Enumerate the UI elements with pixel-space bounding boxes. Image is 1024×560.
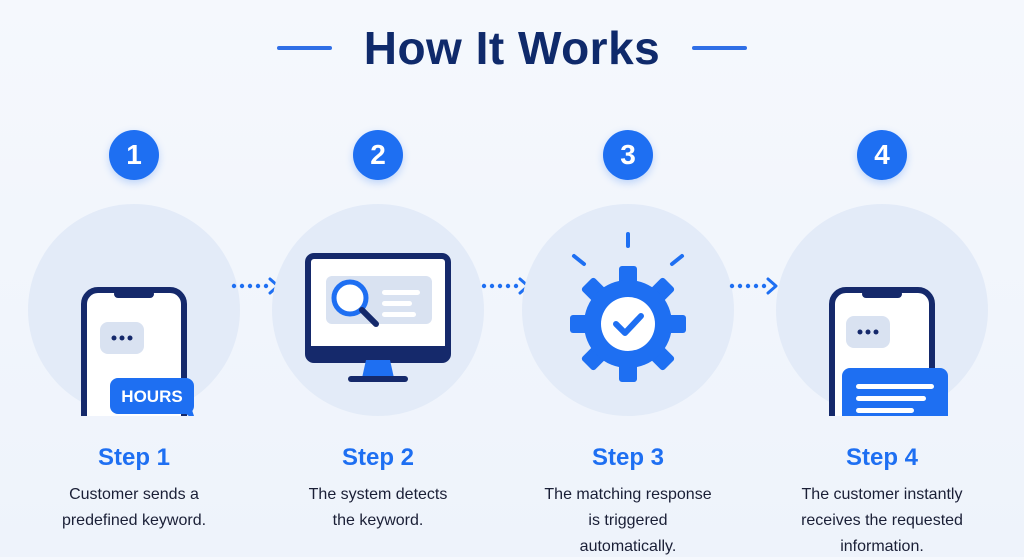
step-2: 2 Step 2 The system detects the keyword. — [268, 130, 488, 534]
step-number-badge: 4 — [857, 130, 907, 180]
step-1: 1 HOURS Step 1 Customer sends a predefin… — [24, 130, 244, 534]
step-4: 4 Step 4 The customer instantly receives… — [772, 130, 992, 560]
step-description: The matching response is triggered autom… — [544, 486, 712, 555]
step-number-badge: 3 — [603, 130, 653, 180]
gear-check-icon — [570, 232, 686, 382]
step-number-badge: 2 — [353, 130, 403, 180]
hours-bubble-text: HOURS — [121, 387, 182, 406]
step-title: Step 4 — [845, 444, 919, 471]
step-illustration: HOURS — [28, 204, 240, 416]
step-title: Step 2 — [341, 444, 415, 471]
step-number-badge: 1 — [109, 130, 159, 180]
phone-message-icon — [829, 287, 948, 416]
arrow-icon — [729, 277, 778, 295]
title-right-line — [692, 46, 748, 50]
title-left-line — [276, 46, 332, 50]
step-illustration — [522, 204, 734, 416]
step-description: Customer sends a predefined keyword. — [61, 486, 207, 529]
step-illustration — [272, 204, 484, 416]
step-3: 3 Step 3 The matching resp — [518, 130, 738, 560]
phone-chat-icon: HOURS — [81, 287, 194, 416]
step-title: Step 1 — [97, 444, 171, 471]
page-title: How It Works — [363, 22, 661, 74]
step-description: The system detects the keyword. — [308, 486, 448, 529]
step-title: Step 3 — [591, 444, 665, 471]
monitor-search-icon — [305, 253, 451, 382]
step-illustration — [776, 204, 988, 416]
header: How It Works — [0, 18, 1024, 78]
step-description: The customer instantly receives the requ… — [801, 486, 963, 555]
